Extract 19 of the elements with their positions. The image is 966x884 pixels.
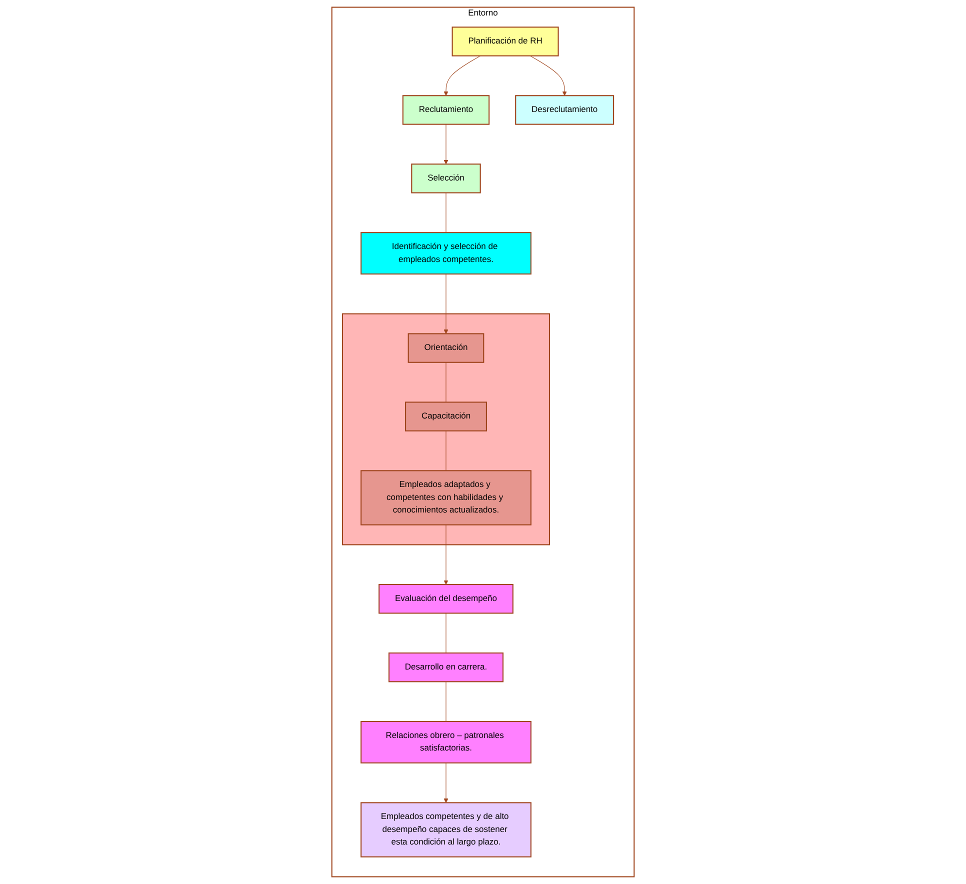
arrow: [444, 124, 448, 164]
node-box: Empleados competentes y de alto desempeño capaces de sostener esta condición al largo plazo.: [360, 802, 532, 858]
node-box: Desreclutamiento: [515, 95, 614, 125]
node-box: Reclutamiento: [402, 95, 490, 125]
node-box: Orientación: [408, 333, 484, 363]
node-box: Relaciones obrero – patronales satisfactorias.: [360, 720, 532, 764]
cluster: [342, 313, 550, 546]
node-box: Capacitación: [405, 402, 487, 432]
node-box: Planificación de RH: [452, 26, 559, 56]
arrow: [444, 762, 448, 803]
arrow: [530, 56, 567, 96]
node-box: Identificación y selección de empleados competentes.: [360, 232, 532, 275]
node-box: Desarrollo en carrera.: [388, 652, 504, 682]
node-box: Evaluación del desempeño: [378, 584, 514, 614]
arrow: [444, 56, 481, 96]
node-box: Empleados adaptados y competentes con habilidades y conocimientos actualizados.: [360, 470, 532, 526]
node-box: Selección: [411, 164, 481, 194]
arrow: [444, 524, 448, 585]
arrow: [444, 274, 448, 334]
